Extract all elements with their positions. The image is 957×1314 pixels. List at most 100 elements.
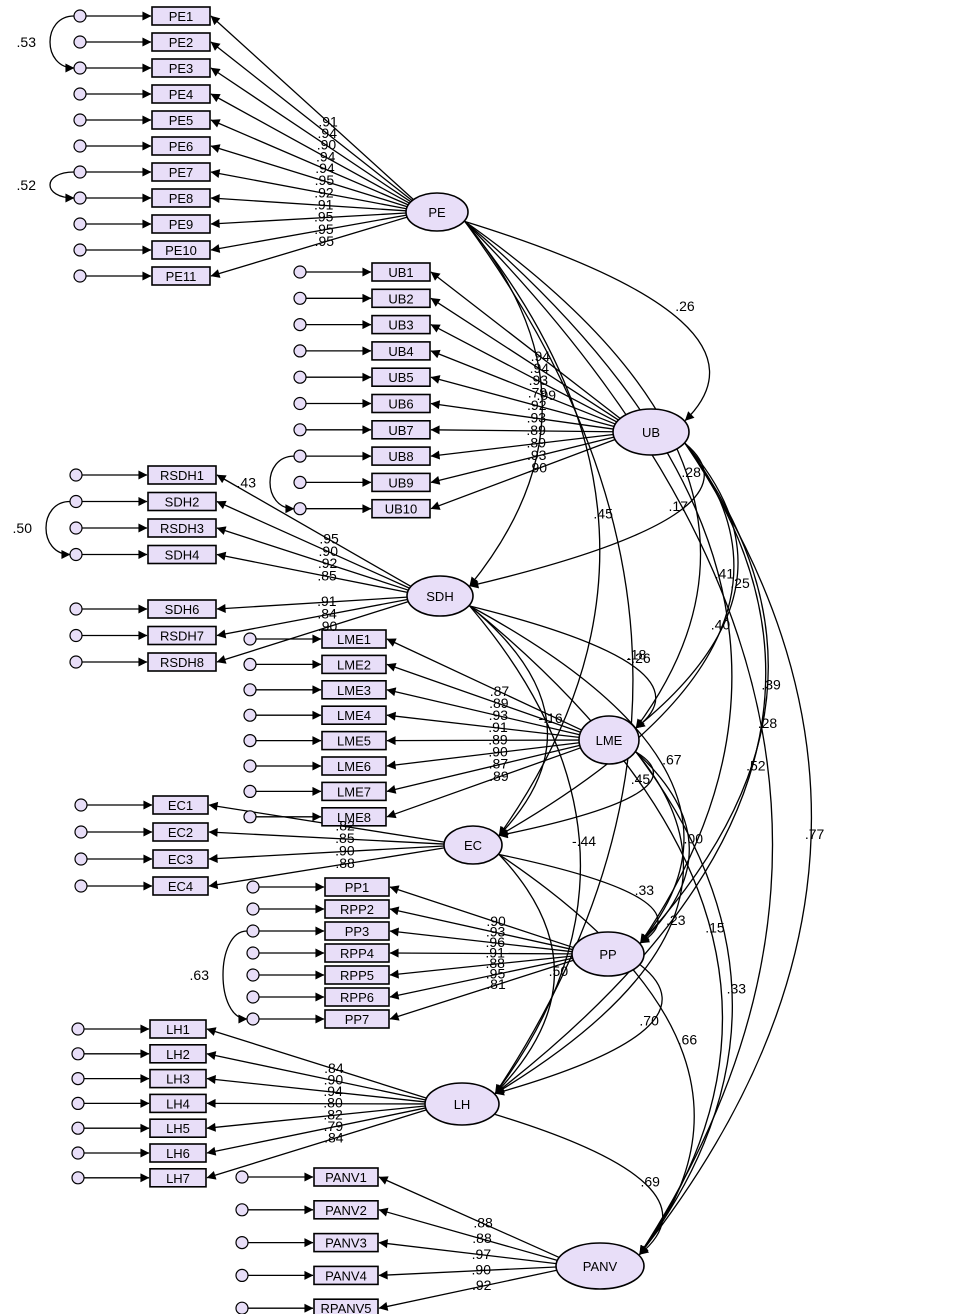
loading-path-pe5 — [210, 119, 409, 206]
indicator-label: LH2 — [166, 1047, 190, 1062]
loading-label: .95 — [319, 531, 339, 547]
error-correlation-ub8-ub10 — [269, 451, 303, 514]
error-term-lme8 — [243, 810, 257, 824]
error-term-panv2 — [235, 1203, 249, 1217]
error-term-pe7 — [73, 165, 87, 179]
error-term-rsdh8 — [69, 655, 83, 669]
indicator-ec3: EC3 — [152, 849, 209, 869]
indicator-label: PANV2 — [325, 1203, 367, 1218]
loading-label: .90 — [317, 137, 337, 153]
factor-correlation-pp-lh — [494, 956, 663, 1096]
factor-correlation-ub-panv — [639, 433, 813, 1255]
latent-label: PE — [428, 205, 446, 220]
latent-ec: EC — [443, 825, 503, 865]
indicator-label: UB1 — [388, 265, 413, 280]
indicator-label: UB8 — [388, 449, 413, 464]
indicator-label: LH4 — [166, 1096, 190, 1111]
error-term-lh2 — [71, 1047, 85, 1061]
indicator-pp3: PP3 — [324, 921, 390, 941]
factor-correlation-label: .18 — [627, 647, 647, 663]
latent-label: UB — [642, 425, 660, 440]
error-term-pe11 — [73, 269, 87, 283]
loading-path-rpp4 — [389, 948, 573, 958]
indicator-label: LME8 — [337, 810, 371, 825]
factor-correlation-ub-ec — [498, 434, 735, 837]
indicator-rpp6: RPP6 — [324, 987, 390, 1007]
loading-path-lh3 — [206, 1075, 426, 1103]
indicator-label: PP3 — [345, 924, 370, 939]
loading-label: .91 — [318, 113, 338, 129]
loading-label: .84 — [317, 606, 337, 622]
indicator-ub7: UB7 — [371, 419, 431, 440]
factor-correlation-ub-pp — [639, 433, 769, 944]
indicator-label: UB4 — [388, 344, 413, 359]
indicator-label: SDH6 — [165, 602, 200, 617]
error-term-ub6 — [293, 396, 307, 411]
loading-label: .80 — [323, 1095, 343, 1111]
loading-path-pe6 — [210, 144, 408, 208]
factor-correlation-ub-sdh — [469, 434, 705, 589]
loading-label: .94 — [318, 125, 338, 141]
factor-correlation-label: .33 — [635, 882, 655, 898]
loading-path-lme3 — [386, 687, 580, 736]
indicator-label: RSDH1 — [160, 468, 204, 483]
indicator-label: UB7 — [388, 423, 413, 438]
latent-label: PANV — [583, 1259, 618, 1274]
factor-correlation-pe-ub — [455, 214, 711, 421]
error-term-rpp5 — [246, 968, 260, 982]
factor-correlation-label: .67 — [662, 752, 682, 768]
error-term-ub8 — [293, 449, 307, 463]
latent-pp: PP — [571, 931, 645, 977]
loading-label: .93 — [527, 409, 547, 425]
indicator-lme8: LME8 — [321, 806, 387, 827]
error-correlation-label: .50 — [13, 520, 33, 536]
factor-correlation-label: .39 — [761, 676, 781, 692]
error-term-lh6 — [71, 1146, 85, 1160]
indicator-label: PANV1 — [325, 1170, 367, 1185]
indicator-label: RPP4 — [340, 946, 374, 961]
error-term-lme2 — [243, 657, 257, 672]
indicator-label: LH5 — [166, 1121, 190, 1136]
latent-ub: UB — [612, 408, 690, 456]
error-term-sdh6 — [69, 602, 83, 616]
indicator-pe1: PE1 — [151, 6, 211, 26]
error-term-pe5 — [73, 113, 87, 127]
indicator-label: EC3 — [168, 852, 193, 867]
error-term-lme1 — [243, 632, 257, 646]
factor-correlation-label: .28 — [681, 464, 701, 480]
indicator-label: PANV3 — [325, 1236, 367, 1251]
indicator-pe9: PE9 — [151, 214, 211, 234]
loading-label: .90 — [488, 744, 508, 760]
loading-label: .93 — [529, 372, 549, 388]
loading-path-lh4 — [206, 1098, 426, 1108]
indicator-label: LH7 — [166, 1171, 190, 1186]
latent-label: SDH — [426, 589, 453, 604]
factor-correlation-sdh-panv — [460, 597, 723, 1255]
error-term-pp1 — [246, 880, 260, 894]
indicator-rsdh7: RSDH7 — [147, 625, 217, 646]
error-term-lme4 — [243, 708, 257, 722]
indicator-rpp2: RPP2 — [324, 899, 390, 919]
indicator-lh3: LH3 — [149, 1068, 207, 1089]
indicator-lh7: LH7 — [149, 1168, 207, 1188]
indicator-ub3: UB3 — [371, 314, 431, 335]
indicator-label: UB3 — [388, 318, 413, 333]
loading-label: .89 — [489, 695, 509, 711]
loading-label: .90 — [324, 1072, 344, 1088]
factor-correlation-label: .77 — [805, 826, 825, 842]
indicator-label: RPP2 — [340, 902, 374, 917]
indicator-lme7: LME7 — [321, 781, 387, 802]
error-term-ec1 — [74, 798, 88, 812]
loading-label: .82 — [323, 1106, 343, 1122]
indicator-label: PE7 — [169, 165, 194, 180]
loading-label: .81 — [486, 976, 506, 992]
loading-path-layer — [82, 11, 621, 1313]
loading-path-lme5 — [386, 736, 580, 746]
indicator-rsdh3: RSDH3 — [147, 518, 217, 538]
loading-path-pe4 — [210, 93, 410, 204]
error-term-lh1 — [71, 1022, 85, 1036]
factor-correlation-label: .45 — [593, 506, 613, 522]
loading-path-sdh2 — [216, 500, 410, 589]
indicator-ub4: UB4 — [371, 341, 431, 361]
loading-label: .94 — [323, 1083, 343, 1099]
